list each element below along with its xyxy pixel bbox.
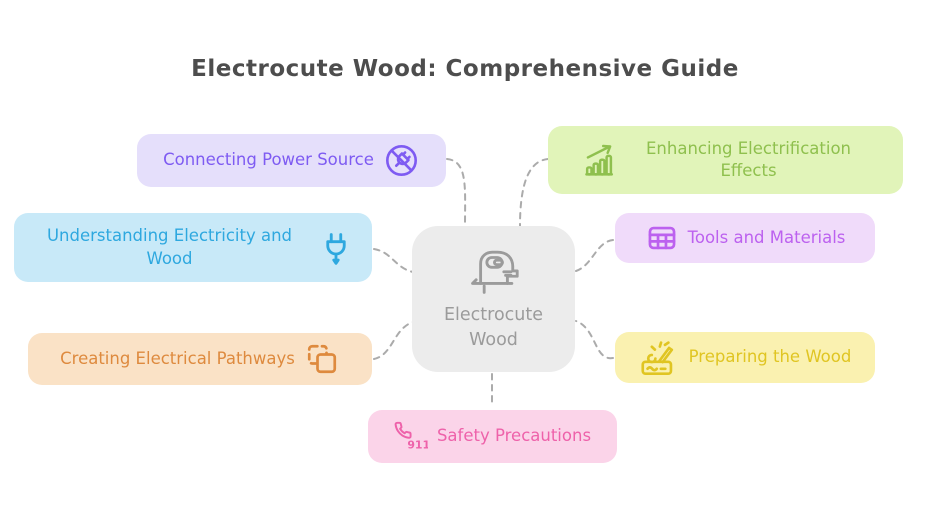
chart-increasing-icon — [584, 144, 613, 176]
jigsaw-tool-icon — [470, 250, 519, 294]
center-node: Electrocute Wood — [412, 226, 575, 372]
node-preparing-wood: Preparing the Wood — [615, 332, 875, 383]
page-title: Electrocute Wood: Comprehensive Guide — [191, 56, 739, 82]
node-tools-materials: Tools and Materials — [615, 213, 875, 263]
node-label: Connecting Power Source — [163, 150, 374, 170]
connector-enhancing-effects — [519, 158, 549, 227]
connector-tools — [575, 239, 614, 272]
node-connecting-power-source: Connecting Power Source — [137, 134, 446, 187]
node-label: Safety Precautions — [436, 426, 592, 446]
connector-pathways — [373, 321, 414, 360]
power-plug-icon — [325, 232, 346, 265]
node-safety-precautions: 911 Safety Precautions — [368, 410, 617, 463]
duplicate-icon — [307, 344, 336, 374]
node-enhancing-effects: Enhancing Electrification Effects — [548, 126, 903, 194]
node-creating-pathways: Creating Electrical Pathways — [28, 333, 372, 385]
node-label: Tools and Materials — [687, 227, 846, 247]
node-label: Creating Electrical Pathways — [60, 348, 295, 368]
connector-preparing — [575, 320, 614, 360]
center-node-label: Electrocute Wood — [443, 304, 544, 350]
node-label: Understanding Electricity and Wood — [46, 226, 293, 268]
node-understanding-electricity: Understanding Electricity and Wood — [14, 213, 372, 282]
connector-understanding — [373, 248, 414, 273]
connector-power-source — [446, 158, 467, 227]
node-label: Enhancing Electrification Effects — [646, 138, 851, 180]
svg-text:911: 911 — [407, 439, 428, 452]
unplugged-icon — [385, 145, 417, 176]
wood-carving-icon — [641, 341, 673, 376]
emergency-call-icon: 911 — [394, 421, 428, 452]
table-icon — [648, 226, 675, 250]
node-label: Preparing the Wood — [688, 347, 852, 367]
